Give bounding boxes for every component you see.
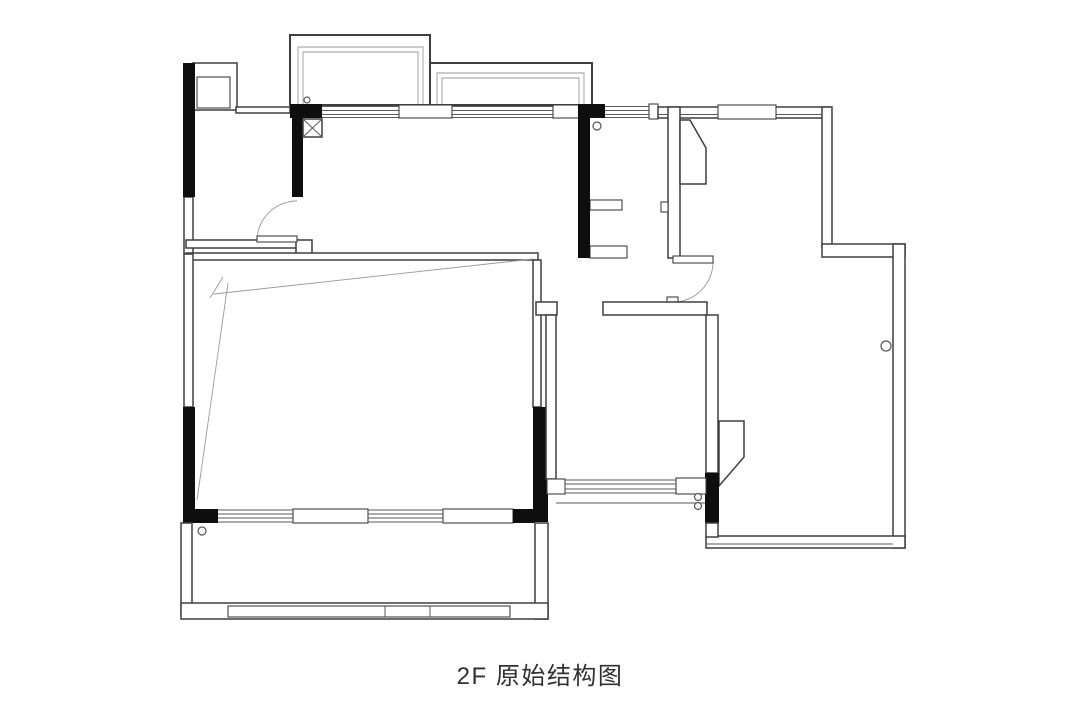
wall-segment xyxy=(667,106,681,259)
slope-annotation-line xyxy=(213,258,534,295)
wall-segment xyxy=(705,535,906,549)
structural-wall xyxy=(513,509,535,523)
wall-stub xyxy=(535,301,558,316)
bathroom-core xyxy=(578,104,714,305)
window-frame xyxy=(552,104,580,119)
pipe-icon xyxy=(880,340,892,352)
column-x-icon xyxy=(302,118,323,138)
pipe-icon xyxy=(693,501,703,511)
window-frame xyxy=(398,104,453,119)
door-leaf xyxy=(256,235,298,243)
terrace-2-railing-inner xyxy=(441,77,580,104)
flue-icon xyxy=(679,119,707,185)
terrace-2-outline xyxy=(429,62,593,106)
wall-segment xyxy=(821,106,833,248)
structural-wall xyxy=(183,407,195,523)
terrace-1-railing-outer xyxy=(297,46,424,104)
window-frame xyxy=(292,508,369,524)
pipe-icon xyxy=(693,492,703,502)
structural-wall xyxy=(195,509,218,523)
structural-wall xyxy=(183,63,195,197)
structural-wall xyxy=(705,473,719,523)
wall-notch xyxy=(660,201,669,213)
closet-inner-outline xyxy=(196,76,231,109)
wall-stub xyxy=(589,245,628,259)
north-wall xyxy=(235,103,831,120)
terrace-1-outline xyxy=(289,34,431,106)
pipe-icon xyxy=(592,121,602,131)
wall-segment xyxy=(532,259,542,408)
terrace-2-railing-outer xyxy=(436,72,585,104)
wall-segment xyxy=(892,243,906,549)
window-frame xyxy=(546,478,566,495)
terrace-upper-left xyxy=(289,34,431,106)
door-leaf xyxy=(672,255,714,264)
terrace-upper-right xyxy=(429,62,593,106)
wall-segment xyxy=(180,522,193,615)
wall-segment xyxy=(545,314,557,480)
drain-icon xyxy=(197,526,207,536)
wall-segment xyxy=(602,301,708,316)
hallway xyxy=(183,63,539,261)
drawing-caption: 2F 原始结构图 xyxy=(456,663,624,690)
terrace-1-railing-inner xyxy=(302,51,419,104)
structural-wall xyxy=(290,104,322,118)
balcony-south xyxy=(180,522,549,620)
wall-segment xyxy=(705,314,719,474)
balcony-railing xyxy=(227,605,511,618)
window-frame xyxy=(717,104,777,120)
bigroom-north-wall xyxy=(185,252,539,261)
wall-segment xyxy=(183,253,194,408)
door-swing-arc xyxy=(672,261,714,303)
big-room xyxy=(183,253,548,524)
window-frame xyxy=(648,103,659,120)
flue-icon xyxy=(718,420,745,489)
window-frame xyxy=(675,477,707,495)
slope-annotation-tick xyxy=(209,276,224,299)
door-swing-arc xyxy=(256,200,298,242)
wall-segment xyxy=(235,106,291,114)
slope-annotation-line xyxy=(196,282,229,501)
drain-icon xyxy=(303,96,311,104)
structural-wall xyxy=(533,407,548,522)
structural-wall xyxy=(292,118,303,197)
wall-segment xyxy=(705,522,719,538)
east-walls xyxy=(705,106,906,549)
middle-room xyxy=(535,301,745,538)
wall-stub xyxy=(589,199,623,211)
window-frame xyxy=(442,508,514,524)
closet-top-left xyxy=(192,62,238,111)
structural-wall xyxy=(578,118,590,258)
structural-wall xyxy=(578,104,605,118)
